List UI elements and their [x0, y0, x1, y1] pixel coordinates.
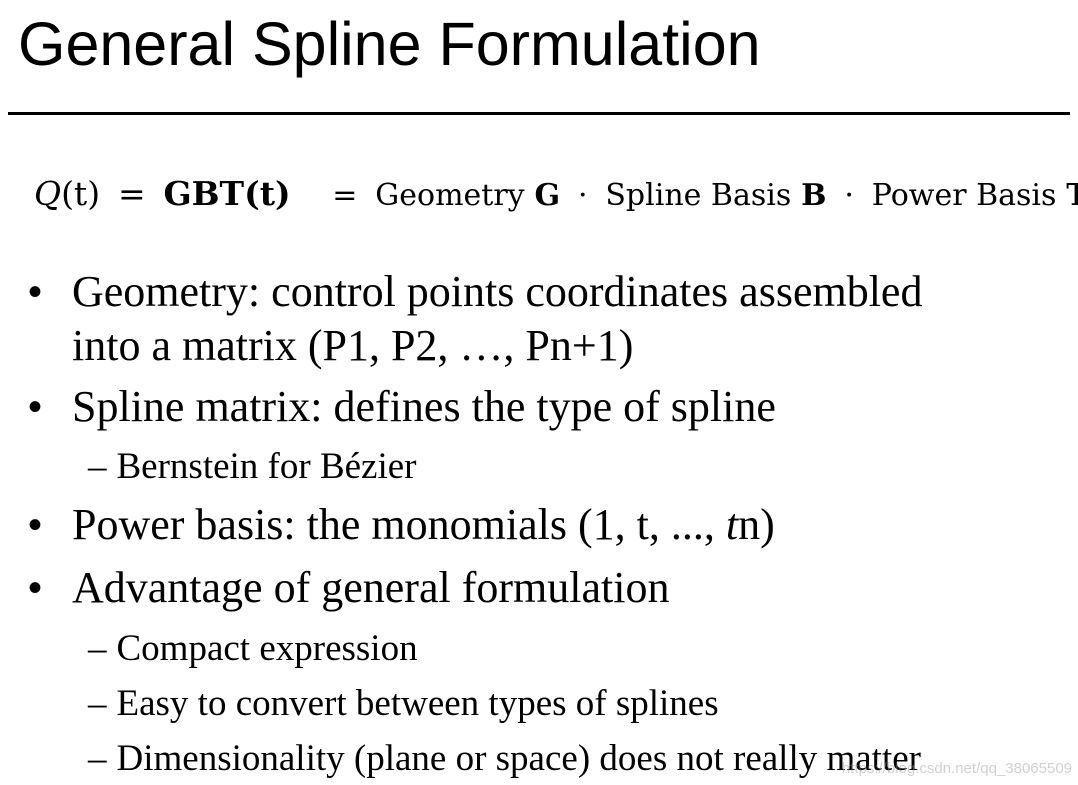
bullet-marker: • — [28, 385, 43, 429]
sub-bullet-dimensionality: –Dimensionality (plane or space) does no… — [88, 736, 921, 782]
bullet-geometry-line2: into a matrix (P1, P2, …, Pn+1) — [72, 321, 634, 370]
watermark: https://blog.csdn.net/qq_38065509 — [841, 760, 1072, 777]
formula-dot-2: · — [844, 178, 854, 213]
dash-marker: – — [88, 738, 107, 779]
sub-bullet-compact: –Compact expression — [88, 626, 418, 672]
title-divider — [8, 112, 1070, 115]
sub-bullet-convert-text: Easy to convert between types of splines — [116, 683, 719, 724]
formula-q-arg: (t) — [61, 174, 101, 213]
formula-lhs: Q(t) — [34, 174, 100, 213]
formula-equals-2: = — [332, 178, 358, 213]
formula-gbt: GBT(t) — [163, 174, 290, 213]
formula-geometry-symbol: G — [534, 178, 561, 213]
formula-spline-word: Spline Basis — [605, 178, 792, 213]
bullet-marker: • — [28, 270, 43, 314]
spline-formula: Q(t) = GBT(t) = Geometry G · Spline Basi… — [34, 168, 1078, 220]
slide-title: General Spline Formulation — [18, 10, 761, 78]
formula-power-symbol: T(t) — [1066, 178, 1078, 213]
bullet-marker: • — [28, 503, 43, 547]
sub-bullet-bernstein-text: Bernstein for Bézier — [116, 446, 417, 487]
bullet-geometry-line1: Geometry: control points coordinates ass… — [72, 267, 923, 316]
formula-gbt-arg: (t) — [244, 174, 291, 213]
sub-bullet-convert: –Easy to convert between types of spline… — [88, 681, 719, 727]
sub-bullet-compact-text: Compact expression — [116, 628, 418, 669]
dash-marker: – — [88, 683, 107, 724]
bullet-spline-matrix: Spline matrix: defines the type of splin… — [72, 382, 776, 431]
sub-bullet-bernstein: –Bernstein for Bézier — [88, 444, 417, 490]
bullet-power-basis-post: n) — [738, 500, 775, 549]
bullet-marker: • — [28, 566, 43, 610]
dash-marker: – — [88, 446, 107, 487]
formula-gbt-symbol: GBT — [163, 174, 245, 213]
bullet-power-basis: Power basis: the monomials (1, t, ..., t… — [72, 498, 775, 552]
sub-bullet-dimensionality-text: Dimensionality (plane or space) does not… — [116, 738, 921, 779]
dash-marker: – — [88, 628, 107, 669]
formula-geometry-word: Geometry — [375, 178, 525, 213]
bullet-power-basis-pre: Power basis: the monomials (1, t, ..., — [72, 500, 726, 549]
formula-q: Q — [34, 174, 62, 213]
formula-spline-symbol: B — [801, 178, 827, 213]
bullet-advantage: Advantage of general formulation — [72, 563, 670, 612]
formula-power-word: Power Basis — [871, 178, 1057, 213]
formula-equals-1: = — [117, 174, 146, 213]
bullet-power-basis-t: t — [725, 500, 739, 549]
formula-dot-1: · — [577, 178, 588, 213]
